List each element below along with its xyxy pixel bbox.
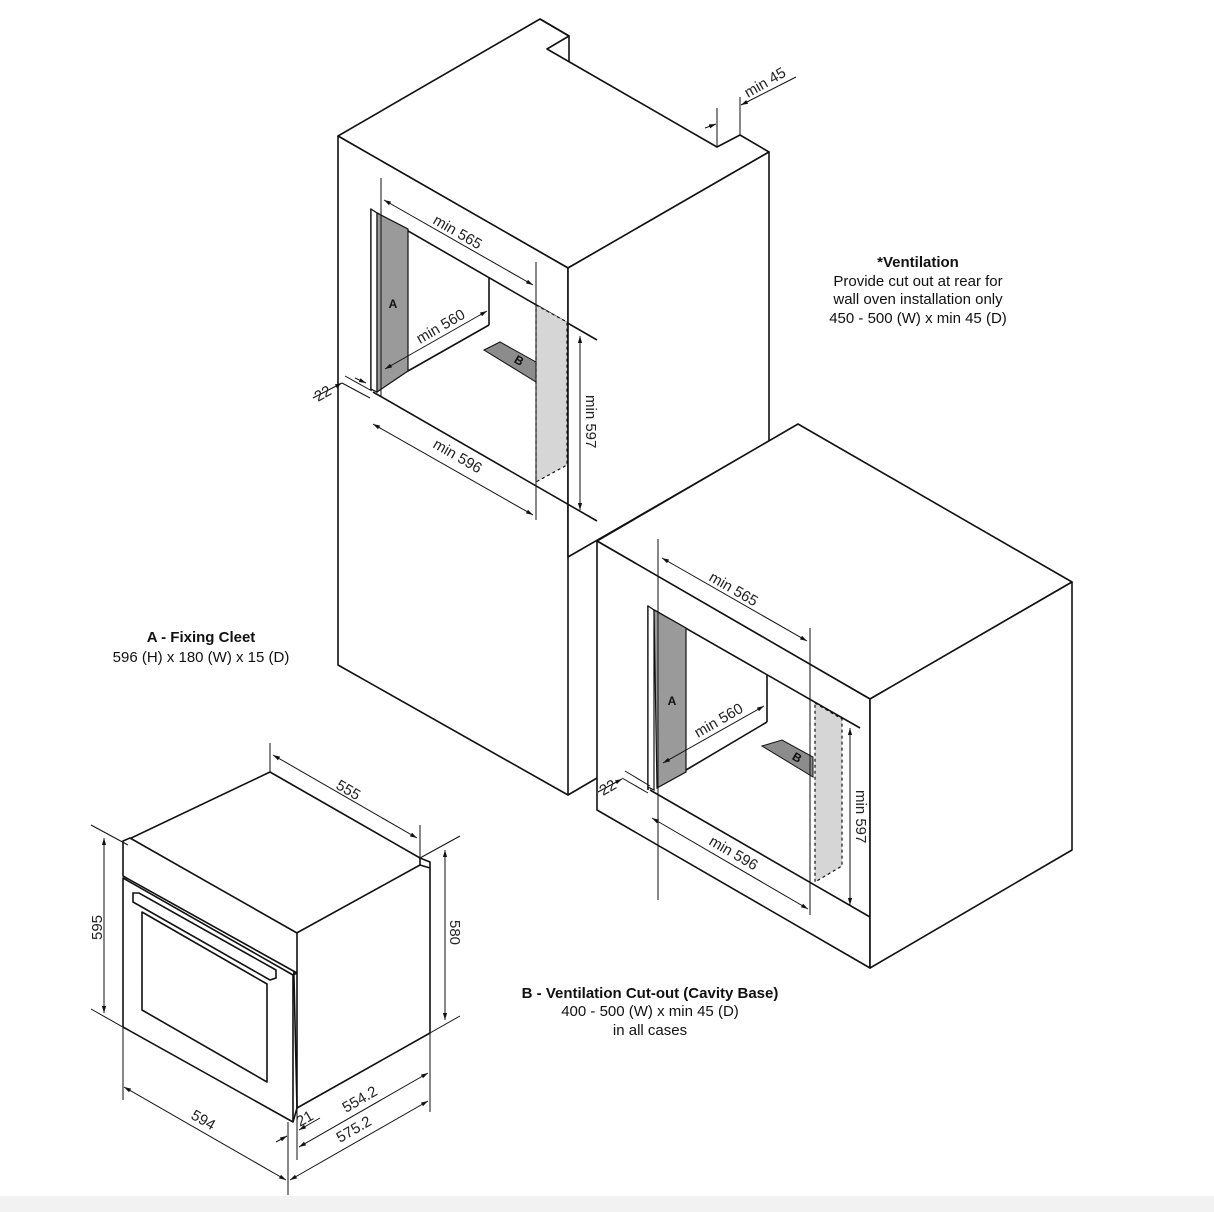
dim-595: 595 (89, 915, 106, 940)
bottom-bar (0, 1196, 1214, 1212)
dim-22: 22 (312, 382, 335, 405)
oven-control-panel (122, 837, 298, 974)
ventilation-line: 450 - 500 (W) x min 45 (D) (829, 310, 1007, 327)
vent-cutout-b (760, 739, 814, 778)
cleat-right-outline (535, 303, 568, 484)
ventilation-cutout-note: B - Ventilation Cut-out (Cavity Base) 40… (522, 985, 779, 1039)
base-cabinet: B A min 565 min 560 min 596 min 597 22 (596, 423, 1073, 969)
dim-580: 580 (446, 920, 463, 945)
fixing-cleet-note: A - Fixing Cleet 596 (H) x 180 (W) x 15 … (113, 629, 290, 666)
cleat-right-outline (814, 701, 843, 884)
cleat-a-label: A (668, 694, 677, 708)
dim-575-2: 575.2 (334, 1113, 375, 1146)
ventilation-line: Provide cut out at rear for (833, 273, 1002, 290)
tall-cabinet: B A min 45 min 565 min 560 min 596 min 5… (312, 18, 797, 796)
fixing-cleet-title: A - Fixing Cleet (147, 629, 256, 646)
base-cabinet-side (869, 581, 1073, 969)
fixing-cleet-line: 596 (H) x 180 (W) x 15 (D) (113, 649, 290, 666)
ventilation-cutout-title: B - Ventilation Cut-out (Cavity Base) (522, 985, 779, 1002)
ventilation-cutout-line: 400 - 500 (W) x min 45 (D) (561, 1003, 739, 1020)
dim-min-597: min 597 (582, 395, 599, 448)
cleat-a-label: A (389, 297, 398, 311)
dim-555: 555 (333, 777, 363, 804)
dim-min-45: min 45 (742, 64, 789, 101)
ventilation-note: *Ventilation Provide cut out at rear for… (829, 254, 1007, 327)
dim-594: 594 (188, 1107, 218, 1134)
ventilation-line: wall oven installation only (832, 291, 1003, 308)
dim-min-597: min 597 (852, 790, 869, 843)
ventilation-title: *Ventilation (877, 254, 959, 271)
oven-dimensions: 555 595 580 594 21 554.2 575.2 (89, 743, 463, 1195)
oven: 555 595 580 594 21 554.2 575.2 (89, 743, 463, 1195)
ventilation-cutout-line: in all cases (613, 1022, 687, 1039)
dim-22: 22 (597, 776, 620, 799)
oven-window (141, 911, 268, 1083)
oven-handle (132, 892, 277, 981)
